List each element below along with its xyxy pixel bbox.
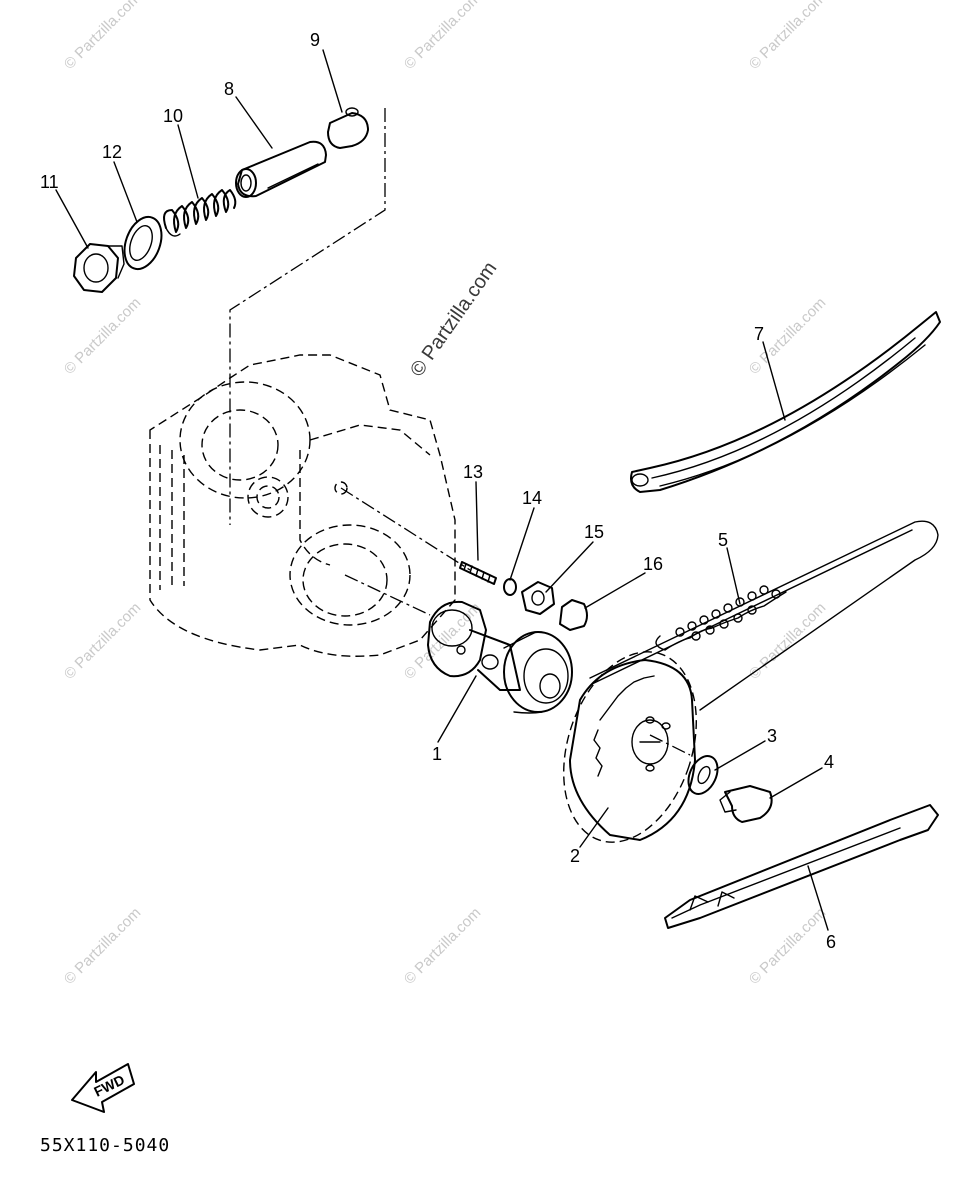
callout-13: 13: [463, 462, 483, 482]
callout-4: 4: [824, 752, 834, 772]
part-12-washer: [123, 215, 163, 271]
callout-16: 16: [643, 554, 663, 574]
part-1-camshaft: [427, 600, 573, 714]
part-10-spring: [163, 189, 237, 237]
watermark: © Partzilla.com: [401, 904, 484, 987]
part-code: 55X110-5040: [40, 1135, 170, 1156]
watermark: © Partzilla.com: [61, 0, 144, 73]
part-7-chain-guide: [630, 311, 941, 493]
cylinder-head: [149, 354, 456, 657]
alignment-lines: [229, 108, 691, 756]
watermark: © Partzilla.com: [61, 599, 144, 682]
part-16-cap-nut: [559, 599, 588, 631]
part-13-stud: [459, 561, 497, 585]
watermark: © Partzilla.com: [61, 904, 144, 987]
callout-11: 11: [40, 172, 59, 192]
callout-10: 10: [163, 106, 183, 126]
callout-6: 6: [826, 932, 836, 952]
callout-7: 7: [754, 324, 764, 344]
part-14-o-ring: [503, 578, 517, 596]
watermarks: © Partzilla.com © Partzilla.com © Partzi…: [61, 0, 829, 988]
part-4-bolt: [719, 785, 773, 823]
watermark: © Partzilla.com: [746, 904, 829, 987]
leader-lines: [55, 49, 829, 931]
part-8-tube: [235, 140, 327, 198]
part-3-washer: [687, 755, 719, 795]
watermark: © Partzilla.com: [746, 0, 829, 73]
watermark-center: © Partzilla.com: [406, 258, 501, 381]
part-15-nut: [521, 581, 555, 615]
callout-3: 3: [767, 726, 777, 746]
callout-8: 8: [224, 79, 234, 99]
callout-15: 15: [584, 522, 604, 542]
fwd-arrow: FWD: [71, 1063, 135, 1113]
watermark: © Partzilla.com: [61, 294, 144, 377]
callout-5: 5: [718, 530, 728, 550]
callout-14: 14: [522, 488, 542, 508]
callout-12: 12: [102, 142, 122, 162]
callout-2: 2: [570, 846, 580, 866]
watermark: © Partzilla.com: [401, 0, 484, 73]
part-5-cam-chain: [589, 520, 939, 711]
watermark: © Partzilla.com: [746, 599, 829, 682]
part-6-chain-guide: [664, 804, 939, 929]
callout-9: 9: [310, 30, 320, 50]
callout-1: 1: [432, 744, 442, 764]
callouts: 1 2 3 4 5 6 7 8 9 10 11 12 13 14 15 16: [40, 30, 836, 952]
part-9-cap: [327, 107, 369, 149]
part-11-hex-bolt: [73, 243, 125, 293]
